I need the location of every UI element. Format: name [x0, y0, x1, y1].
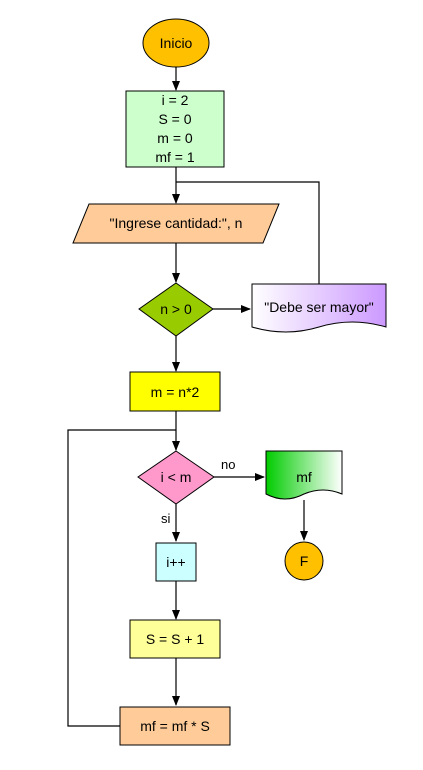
increment-process-shape: [155, 542, 197, 582]
cond-n-label: n > 0: [160, 301, 192, 317]
edge-label-no: no: [221, 457, 235, 472]
product-label: mf = mf * S: [140, 718, 210, 734]
node-cond-i: i < m: [137, 450, 215, 505]
node-input: "Ingrese cantidad:", n: [72, 203, 280, 244]
message-document-shape: [251, 283, 387, 333]
assign-m-label: m = n*2: [151, 384, 200, 400]
node-cond-n: n > 0: [138, 282, 214, 337]
start-terminal-shape: [142, 18, 210, 68]
init-line-mf: mf = 1: [155, 149, 195, 165]
edges: [67, 67, 320, 727]
node-message: "Debe ser mayor": [251, 283, 387, 333]
init-line-m: m = 0: [157, 130, 193, 146]
node-output: mf: [265, 450, 343, 500]
output-document-shape: [265, 450, 343, 500]
node-end: F: [284, 541, 324, 581]
node-init: i = 2 S = 0 m = 0 mf = 1: [125, 90, 225, 168]
edge-label-si: si: [161, 511, 171, 526]
increment-label: i++: [166, 554, 185, 570]
node-product: mf = mf * S: [119, 706, 231, 746]
input-parallelogram-shape: [72, 203, 280, 244]
node-start: Inicio: [142, 18, 210, 68]
node-assign-m: m = n*2: [129, 371, 221, 412]
cond-i-diamond-shape: [137, 450, 215, 505]
end-label: F: [300, 553, 309, 569]
edge-product-loop-back: [67, 429, 176, 727]
cond-i-label: i < m: [161, 469, 192, 485]
end-terminal-shape: [284, 541, 324, 581]
edge-message-loop-back: [176, 181, 320, 284]
input-label: "Ingrese cantidad:", n: [110, 215, 243, 231]
init-line-i: i = 2: [162, 92, 189, 108]
output-label: mf: [296, 469, 312, 485]
init-line-s: S = 0: [158, 111, 191, 127]
init-process-shape: [125, 90, 225, 168]
cond-n-diamond-shape: [138, 282, 214, 337]
assign-m-process-shape: [129, 371, 221, 412]
start-label: Inicio: [160, 35, 193, 51]
sum-process-shape: [129, 619, 221, 659]
node-increment: i++: [155, 542, 197, 582]
message-label: "Debe ser mayor": [264, 299, 374, 315]
sum-label: S = S + 1: [146, 631, 205, 647]
product-process-shape: [119, 706, 231, 746]
node-sum: S = S + 1: [129, 619, 221, 659]
